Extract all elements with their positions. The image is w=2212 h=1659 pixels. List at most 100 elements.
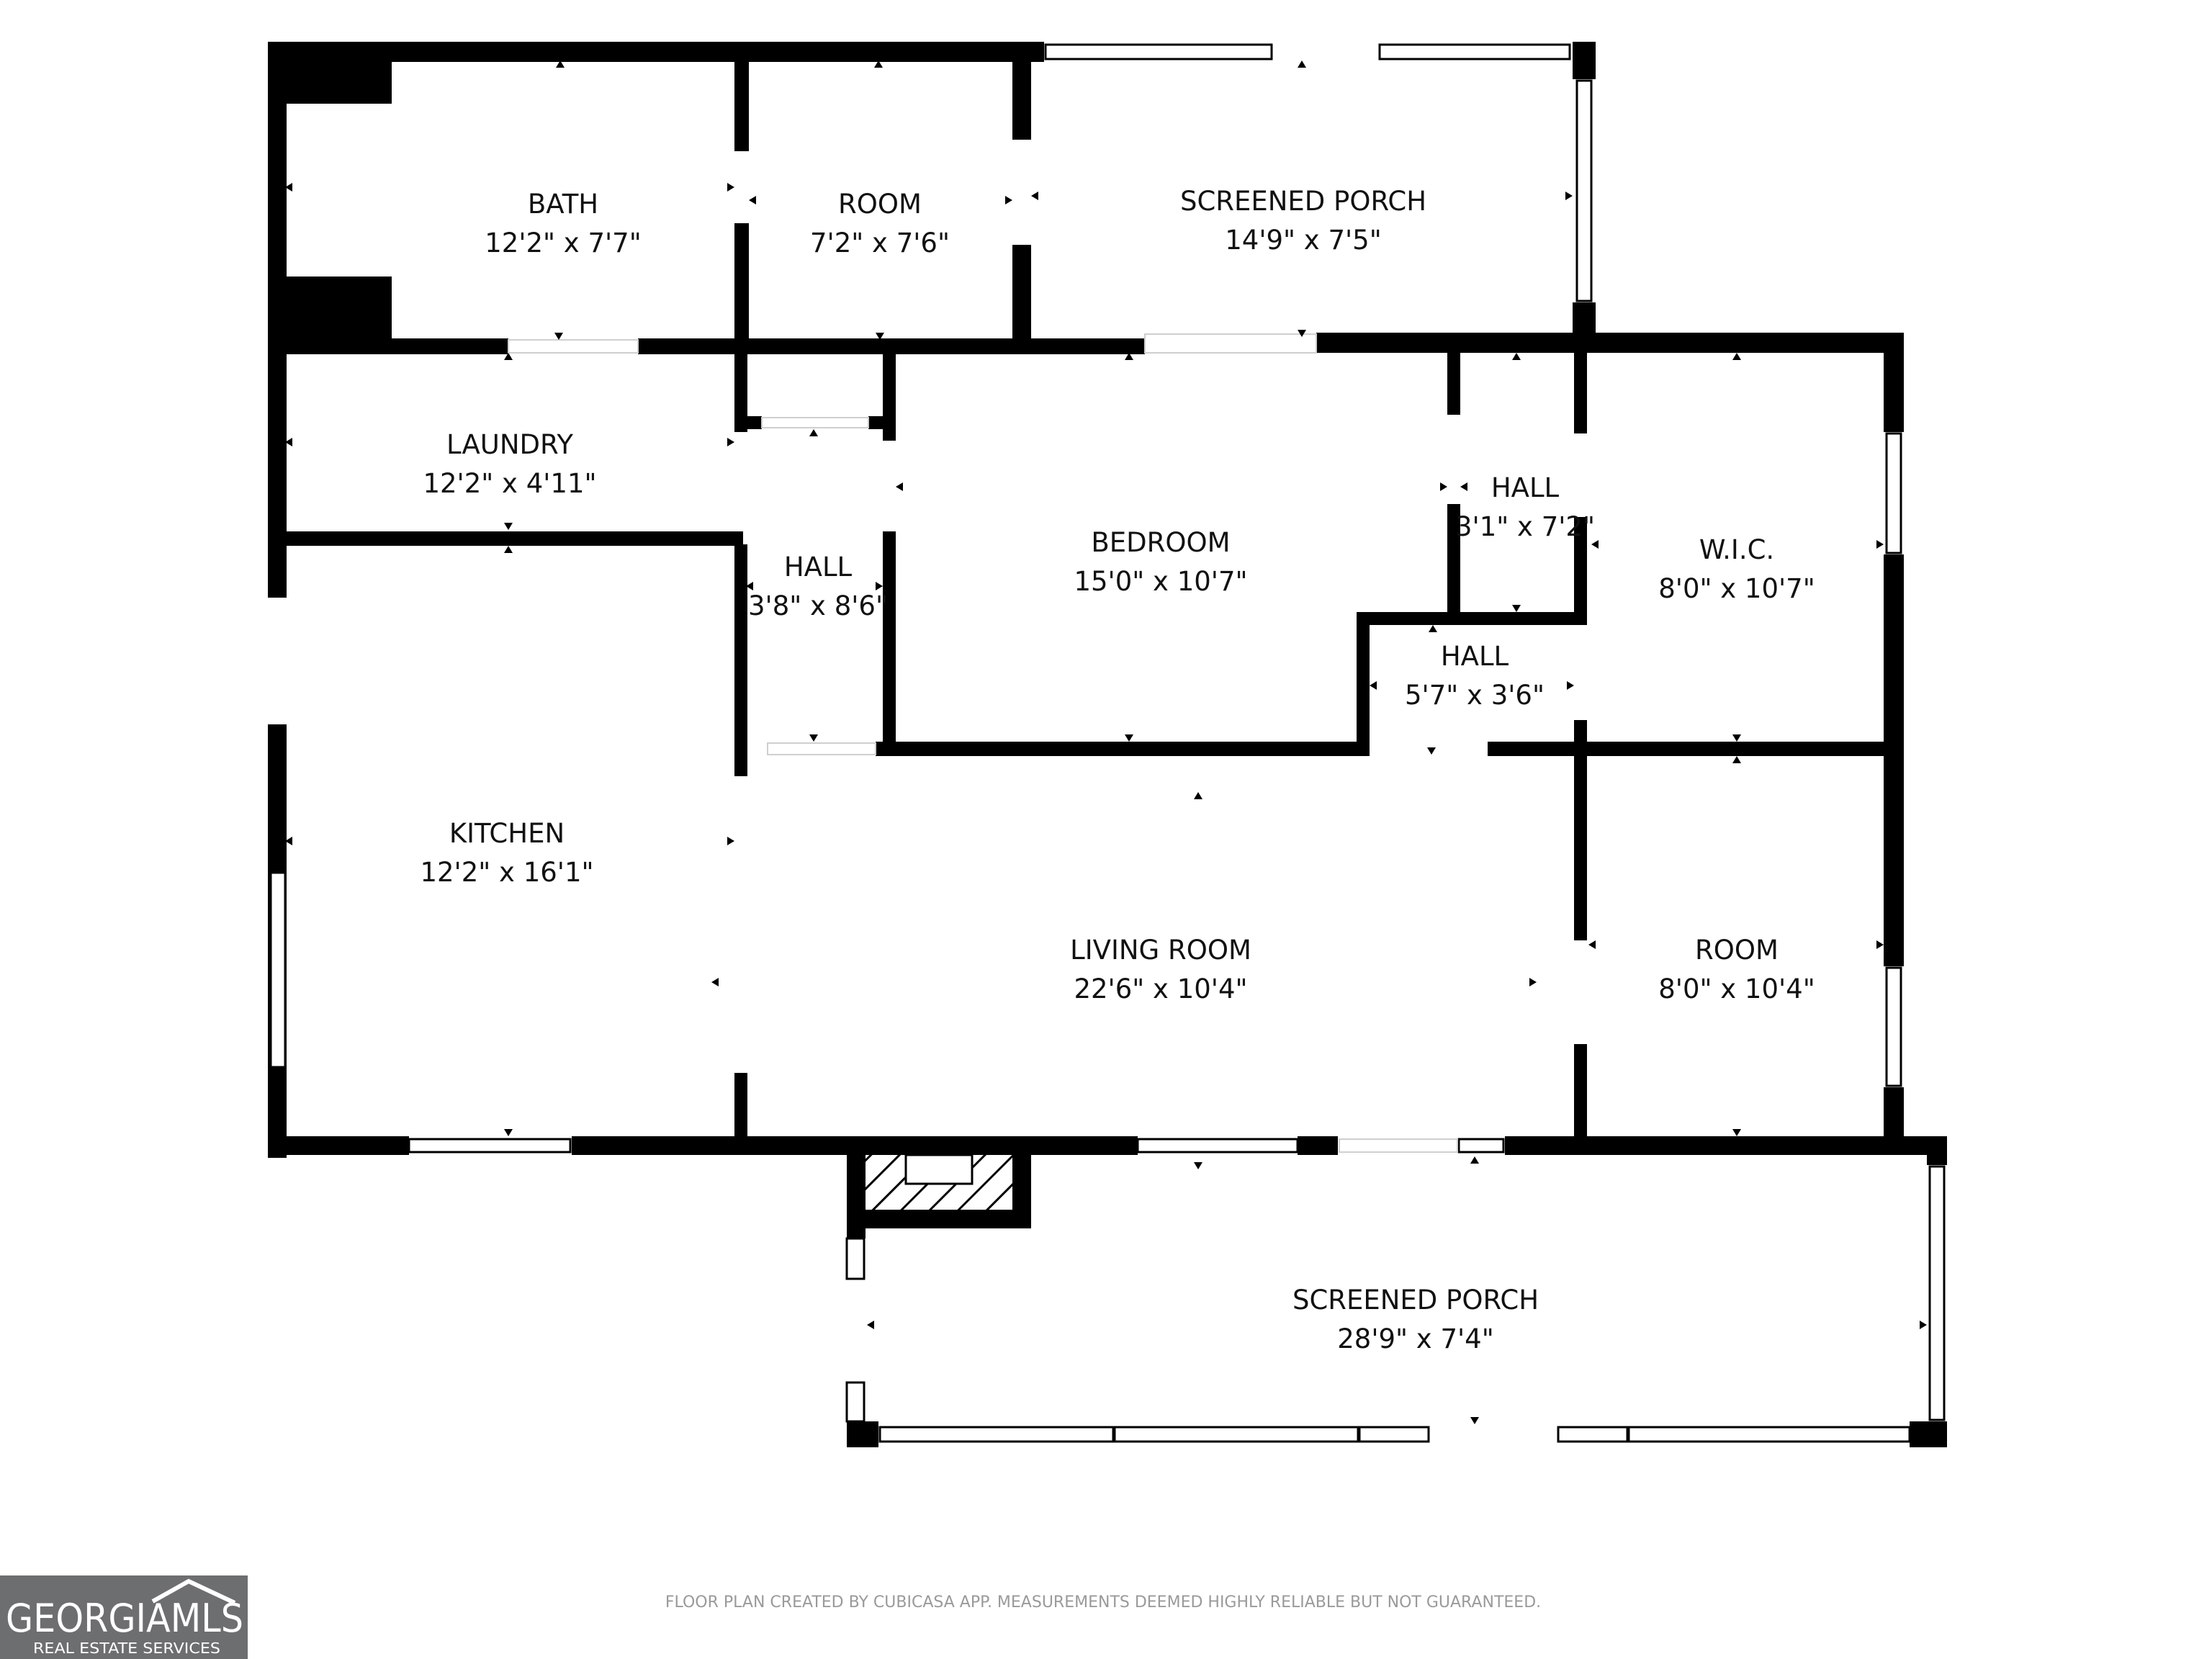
room-name-screened-porch-bottom: SCREENED PORCH <box>1292 1285 1539 1316</box>
window <box>1113 1426 1359 1443</box>
wall <box>747 416 762 429</box>
wall <box>287 531 743 546</box>
logo-tagline: REAL ESTATE SERVICES <box>33 1640 220 1657</box>
dimension-marker <box>1920 1321 1927 1329</box>
wall <box>1505 1136 1947 1155</box>
wall <box>287 276 392 341</box>
wall <box>1910 1421 1947 1447</box>
wall <box>1927 1136 1947 1165</box>
dimension-marker <box>1567 681 1574 690</box>
wall <box>1357 612 1587 625</box>
wall <box>734 1073 747 1154</box>
door-opening <box>761 417 869 428</box>
wall <box>1298 1136 1338 1155</box>
room-dims-hall-a: 3'8" x 8'6" <box>748 590 888 621</box>
room-dims-wic: 8'0" x 10'7" <box>1658 573 1815 604</box>
dimension-marker <box>1470 1156 1479 1164</box>
dimension-marker <box>876 582 883 590</box>
window <box>408 1138 572 1154</box>
wall <box>268 42 287 598</box>
room-name-bedroom: BEDROOM <box>1091 527 1230 558</box>
room-name-hall-a: HALL <box>784 552 853 583</box>
dimension-marker <box>1031 192 1038 200</box>
wall <box>1884 554 1904 966</box>
dimension-marker <box>1732 734 1741 742</box>
room-dims-hall-b: 3'1" x 7'2" <box>1455 511 1595 542</box>
dimension-marker <box>1529 978 1537 986</box>
window <box>1557 1426 1629 1443</box>
room-name-hall-b: HALL <box>1491 472 1560 503</box>
dimension-marker <box>1194 792 1202 799</box>
room-name-laundry: LAUNDRY <box>446 429 573 460</box>
dimension-marker <box>1732 756 1741 763</box>
walls <box>268 42 1947 1447</box>
door-openings <box>508 333 1458 1153</box>
dimension-marker <box>1370 681 1377 690</box>
room-dims-hall-c: 5'7" x 3'6" <box>1405 680 1545 711</box>
dimension-marker <box>749 196 756 204</box>
wall <box>883 531 896 746</box>
windows <box>269 43 1946 1443</box>
room-name-kitchen: KITCHEN <box>449 818 565 849</box>
dimension-marker <box>809 429 818 436</box>
room-name-room-right: ROOM <box>1695 935 1779 966</box>
room-dims-screened-porch-bottom: 28'9" x 7'4" <box>1337 1323 1494 1354</box>
dimension-marker <box>1512 605 1521 612</box>
wall <box>847 1210 1031 1228</box>
wall <box>868 416 887 429</box>
wall <box>1316 333 1902 353</box>
dimension-marker <box>1440 482 1447 491</box>
dimension-markers <box>285 60 1927 1424</box>
room-name-living-room: LIVING ROOM <box>1070 935 1251 966</box>
wall <box>1574 720 1587 940</box>
wall <box>1357 612 1370 756</box>
dimension-marker <box>727 438 734 446</box>
window <box>1044 43 1273 60</box>
room-dims-room-top: 7'2" x 7'6" <box>810 228 950 258</box>
wall <box>268 1136 409 1155</box>
dimension-marker <box>1591 540 1599 549</box>
footer-disclaimer: FLOOR PLAN CREATED BY CUBICASA APP. MEAS… <box>665 1593 1541 1611</box>
wall <box>1012 62 1031 140</box>
window <box>1358 1426 1430 1443</box>
wall <box>1447 346 1460 415</box>
window <box>1575 79 1593 302</box>
dimension-marker <box>711 978 719 986</box>
wall <box>876 742 1370 756</box>
dimension-marker <box>867 1321 874 1329</box>
georgia-mls-logo: GEORGIAMLS REAL ESTATE SERVICES <box>0 1575 248 1659</box>
dimension-marker <box>1732 1129 1741 1136</box>
room-dims-bedroom: 15'0" x 10'7" <box>1074 566 1247 597</box>
door-opening <box>508 339 639 354</box>
wall <box>572 1136 863 1155</box>
wall <box>1573 42 1596 79</box>
wall <box>268 338 508 354</box>
dimension-marker <box>727 183 734 192</box>
dimension-marker <box>504 546 513 553</box>
wall <box>847 1224 866 1238</box>
dimension-marker <box>1732 353 1741 360</box>
wall <box>287 62 392 104</box>
logo-roof-icon <box>151 1578 236 1605</box>
dimension-marker <box>727 837 734 845</box>
room-dims-living-room: 22'6" x 10'4" <box>1074 974 1247 1004</box>
window <box>1928 1165 1946 1421</box>
door-opening <box>767 742 876 755</box>
dimension-marker <box>1427 747 1436 755</box>
window <box>1457 1138 1505 1154</box>
dimension-marker <box>876 333 884 340</box>
window <box>845 1381 866 1423</box>
dimension-marker <box>874 60 883 68</box>
wall <box>1447 504 1460 619</box>
dimension-marker <box>1565 192 1573 200</box>
dimension-marker <box>1125 734 1133 742</box>
wall <box>1884 333 1904 432</box>
window <box>878 1426 1115 1443</box>
room-name-hall-c: HALL <box>1441 641 1509 672</box>
wall <box>1018 1136 1138 1155</box>
room-name-bath: BATH <box>528 189 598 220</box>
window <box>1378 43 1571 60</box>
room-name-wic: W.I.C. <box>1699 534 1774 565</box>
dimension-marker <box>746 582 753 590</box>
